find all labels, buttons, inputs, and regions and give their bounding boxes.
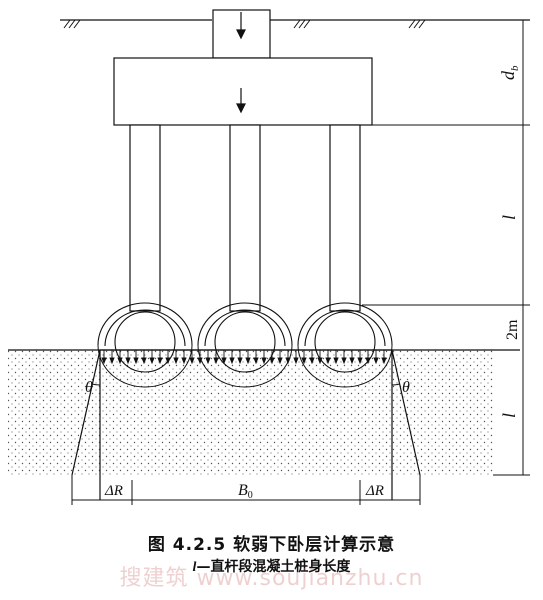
label-l-upper: l (499, 215, 519, 220)
load-arrow-head (221, 357, 227, 365)
distributed-load-arrows (100, 349, 392, 365)
subcaption-text: —直杆段混凝土桩身长度 (196, 559, 351, 575)
ground-surface (60, 19, 530, 29)
load-arrow-cap (236, 88, 246, 114)
load-arrow-head (349, 357, 355, 365)
soft-soil-layer (8, 350, 493, 475)
label-l-lower: l (499, 413, 519, 418)
load-arrow-head (325, 357, 331, 365)
load-arrow-head (373, 357, 379, 365)
load-arrow-head (285, 357, 291, 365)
bottom-dimension (71, 475, 421, 505)
label-theta-left: θ (85, 379, 93, 396)
load-arrow-head (253, 357, 259, 365)
load-arrow-head (229, 357, 235, 365)
load-arrow-head (165, 357, 171, 365)
load-arrow-head (309, 357, 315, 365)
load-arrow-head (109, 357, 115, 365)
figure-subcaption: l—直杆段混凝土桩身长度 (0, 556, 543, 576)
load-arrow-head (197, 357, 203, 365)
label-db: db (498, 65, 521, 80)
label-delta-r-right: ΔR (365, 483, 384, 499)
load-arrow-head (245, 357, 251, 365)
load-arrow-head (125, 357, 131, 365)
load-arrow-head (293, 357, 299, 365)
load-arrow-head (181, 357, 187, 365)
right-dimension (362, 20, 530, 476)
load-arrow-head (301, 357, 307, 365)
load-arrow-head (341, 357, 347, 365)
load-arrow-head (101, 357, 107, 365)
pile-bulbs (97, 302, 393, 388)
pile-cap (113, 57, 373, 126)
load-arrow-head (173, 357, 179, 365)
label-b0: B0 (238, 482, 253, 501)
label-theta-right: θ (402, 379, 410, 396)
load-arrow-head (133, 357, 139, 365)
load-arrow-head (213, 357, 219, 365)
load-arrow-head (157, 357, 163, 365)
load-arrow-head (269, 357, 275, 365)
subcaption-symbol: l (192, 560, 197, 575)
load-arrow-head (149, 357, 155, 365)
pile-shafts (129, 124, 361, 312)
load-arrow-head (189, 357, 195, 365)
load-arrow-head (357, 357, 363, 365)
load-arrow-head (205, 357, 211, 365)
load-arrow-head (141, 357, 147, 365)
load-arrow-head (317, 357, 323, 365)
load-arrow-head (261, 357, 267, 365)
load-arrow-head (277, 357, 283, 365)
label-delta-r-left: ΔR (104, 483, 123, 499)
load-arrow-head (237, 357, 243, 365)
load-arrow-head (381, 357, 387, 365)
load-arrow-top (236, 12, 246, 40)
load-arrow-head (117, 357, 123, 365)
label-2m: 2m (504, 319, 521, 340)
load-spread-lines (71, 349, 421, 500)
figure-caption: 图 4.2.5 软弱下卧层计算示意 (147, 535, 396, 555)
load-arrow-head (333, 357, 339, 365)
load-arrow-head (365, 357, 371, 365)
